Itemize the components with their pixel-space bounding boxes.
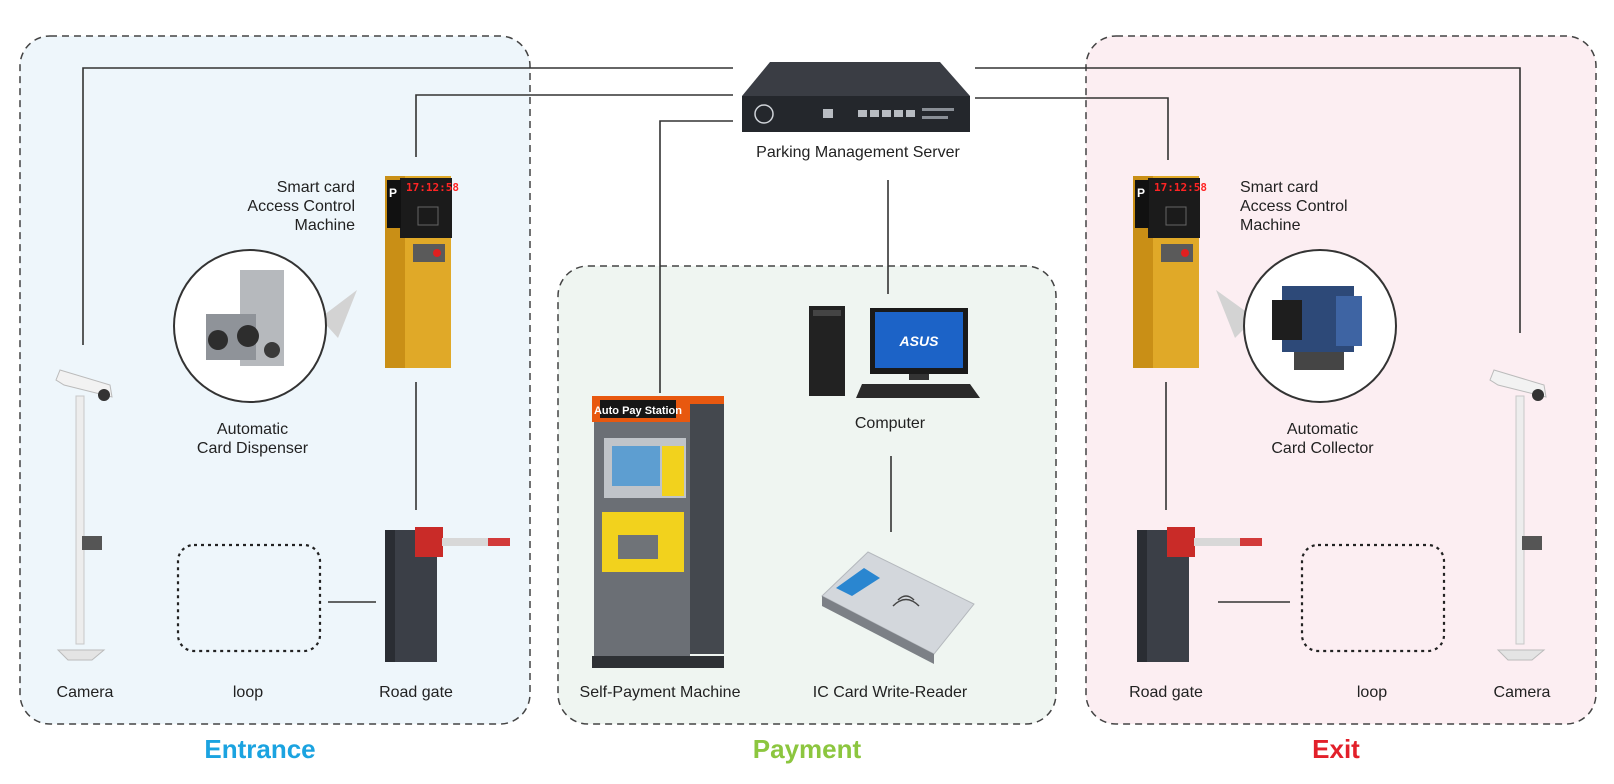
parking-p-sign: P	[1137, 186, 1145, 200]
exit-loop-device	[1300, 543, 1446, 653]
entrance-loop-label: loop	[232, 684, 264, 701]
self-payment-label: Self-Payment Machine	[579, 684, 741, 701]
computer-device: ASUS	[809, 306, 980, 398]
entrance-camera-device	[55, 369, 113, 661]
server-label: Parking Management Server	[756, 144, 960, 161]
card-reader-label: IC Card Write-Reader	[812, 684, 968, 701]
entrance-access-label-line3: Machine	[294, 217, 355, 234]
exit-camera-device	[1489, 369, 1547, 661]
computer-label: Computer	[854, 415, 926, 432]
exit-collector-label-line2: Card Collector	[1271, 440, 1374, 457]
entrance-dispenser-device	[173, 249, 357, 403]
exit-loop-label: loop	[1356, 684, 1388, 701]
entrance-access-machine: 17:12:58 P	[385, 176, 459, 368]
connection-lines	[82, 67, 1521, 603]
parking-p-sign: P	[389, 186, 397, 200]
exit-collector-device	[1216, 249, 1397, 403]
entrance-access-label: Smart card Access Control Machine	[210, 178, 355, 235]
entrance-gate-label: Road gate	[379, 684, 453, 701]
entrance-title: Entrance	[204, 734, 316, 764]
exit-collector-label-line1: Automatic	[1286, 421, 1359, 438]
entrance-access-label-line2: Access Control	[247, 198, 355, 215]
monitor-brand: ASUS	[899, 333, 940, 349]
exit-display-time: 17:12:58	[1154, 181, 1207, 194]
exit-access-label-line3: Machine	[1240, 217, 1301, 234]
exit-access-label: Smart card Access Control Machine	[1240, 178, 1390, 235]
entrance-display-time: 17:12:58	[406, 181, 459, 194]
exit-access-machine: 17:12:58 P	[1133, 176, 1207, 368]
server-device	[742, 62, 970, 132]
pay-station-device: Auto Pay Station	[592, 396, 724, 668]
entrance-dispenser-label-line2: Card Dispenser	[196, 440, 309, 457]
entrance-loop-device	[176, 543, 322, 653]
exit-access-label-line1: Smart card	[1240, 179, 1319, 196]
entrance-dispenser-label-line1: Automatic	[216, 421, 289, 438]
exit-access-label-line2: Access Control	[1240, 198, 1348, 215]
exit-collector-label: Automatic Card Collector	[1250, 420, 1395, 458]
exit-camera-label: Camera	[1493, 684, 1551, 701]
pay-station-sign: Auto Pay Station	[594, 405, 682, 417]
entrance-dispenser-label: Automatic Card Dispenser	[180, 420, 325, 458]
entrance-camera-label: Camera	[56, 684, 114, 701]
payment-title: Payment	[752, 734, 862, 764]
exit-title: Exit	[1312, 734, 1360, 764]
entrance-road-gate-device	[385, 527, 510, 662]
exit-road-gate-device	[1137, 527, 1262, 662]
exit-gate-label: Road gate	[1129, 684, 1203, 701]
entrance-access-label-line1: Smart card	[276, 179, 355, 196]
card-reader-device	[821, 551, 975, 664]
